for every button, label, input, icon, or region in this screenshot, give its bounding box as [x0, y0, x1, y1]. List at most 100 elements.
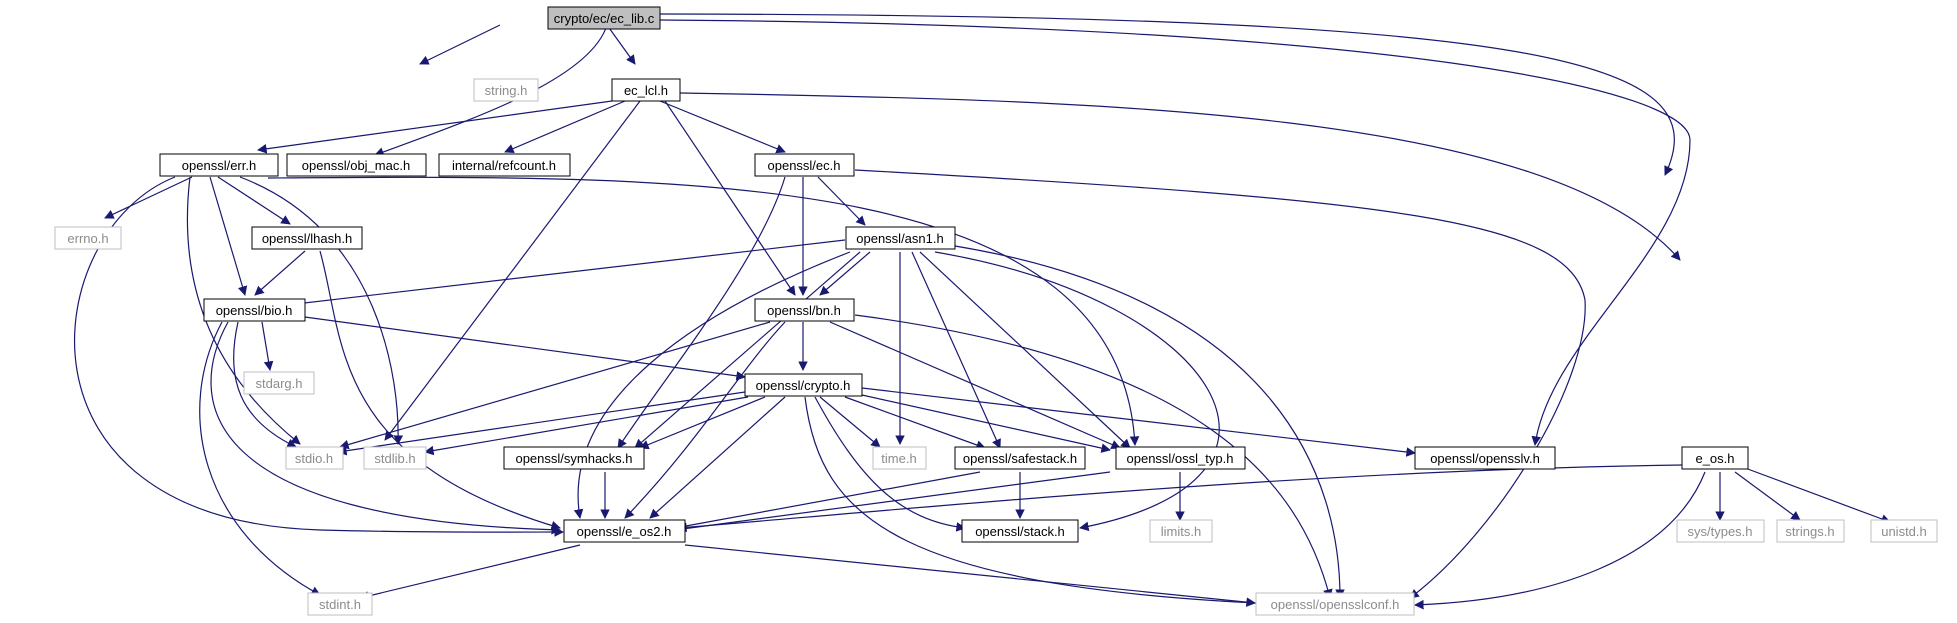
edge-crypto-to-e-os2: [649, 396, 786, 519]
node-label: openssl/bio.h: [216, 303, 293, 318]
edge-asn1-to-stack: [934, 251, 1220, 532]
node-stdint-h: stdint.h: [307, 592, 373, 616]
edge-err-to-stdlib: [239, 176, 404, 445]
node-opensslv-h[interactable]: openssl/opensslv.h: [1414, 446, 1556, 470]
edge-ec-lcl-to-stdlib: [384, 100, 641, 441]
node-bn-h[interactable]: openssl/bn.h: [754, 298, 855, 322]
node-label: openssl/ossl_typ.h: [1127, 451, 1234, 466]
node-time-h: time.h: [872, 446, 927, 470]
node-label: openssl/ec.h: [768, 158, 841, 173]
node-stack-h[interactable]: openssl/stack.h: [961, 519, 1079, 543]
node-limits-h: limits.h: [1149, 519, 1213, 543]
edge-ec-lcl-to-e-os: [679, 92, 1681, 261]
node-bio-h[interactable]: openssl/bio.h: [203, 298, 306, 322]
node-symhacks-h[interactable]: openssl/symhacks.h: [503, 446, 645, 470]
edge-ec-to-symhacks: [617, 176, 786, 449]
node-label: stdarg.h: [256, 376, 303, 391]
edge-bio-to-crypto: [289, 314, 746, 381]
edge-asn1-to-bio: [269, 239, 846, 311]
node-label: openssl/err.h: [182, 158, 256, 173]
edge-asn1-to-safestack: [911, 251, 1001, 449]
edge-e-os-to-opensslconf: [1414, 471, 1706, 610]
node-lhash-h[interactable]: openssl/lhash.h: [251, 226, 363, 250]
node-e-os2-h[interactable]: openssl/e_os2.h: [563, 519, 686, 543]
edge-err-to-e-os2: [74, 176, 564, 537]
file-nodes: crypto/ec/ec_lib.c string.h ec_lcl.h ope…: [54, 6, 1938, 616]
edge-lhash-to-bio: [254, 250, 306, 296]
node-ec-lib-c[interactable]: crypto/ec/ec_lib.c: [547, 6, 661, 30]
edge-bio-to-stdint: [199, 321, 321, 596]
edge-bio-to-e-os2: [210, 321, 561, 535]
node-label: openssl/lhash.h: [262, 231, 352, 246]
node-ossl-typ-h[interactable]: openssl/ossl_typ.h: [1115, 446, 1246, 470]
node-label: openssl/safestack.h: [963, 451, 1077, 466]
edge-err-to-errno: [104, 176, 193, 219]
node-label: sys/types.h: [1687, 524, 1752, 539]
node-errno-h: errno.h: [54, 226, 122, 250]
edge-ossl-typ-to-e-os2: [674, 471, 1111, 534]
edge-bn-to-ossl-typ: [829, 321, 1121, 449]
node-asn1-h[interactable]: openssl/asn1.h: [845, 226, 956, 250]
edge-ec-lcl-to-ec: [659, 100, 786, 154]
edge-lhash-to-e-os2: [319, 250, 561, 531]
node-unistd-h: unistd.h: [1870, 519, 1938, 543]
edge-ec-lib-to-ec-lcl: [606, 24, 636, 65]
node-label: openssl/bn.h: [767, 303, 841, 318]
node-label: stdlib.h: [374, 451, 415, 466]
edge-ec-lcl-to-bn: [664, 100, 796, 296]
edge-err-to-lhash: [217, 176, 291, 225]
edge-safestack-to-e-os2: [674, 471, 981, 532]
node-label: openssl/asn1.h: [856, 231, 943, 246]
node-obj-mac-h[interactable]: openssl/obj_mac.h: [286, 153, 427, 177]
node-e-os-h[interactable]: e_os.h: [1681, 446, 1749, 470]
node-safestack-h[interactable]: openssl/safestack.h: [954, 446, 1086, 470]
node-ec-h[interactable]: openssl/ec.h: [754, 153, 855, 177]
edge-err-to-bio: [209, 176, 248, 296]
node-label: openssl/e_os2.h: [577, 524, 672, 539]
edge-crypto-to-time: [819, 396, 881, 448]
edge-e-os-to-unistd: [1744, 467, 1891, 524]
edge-asn1-to-opensslconf: [954, 245, 1345, 599]
edge-crypto-to-safestack: [844, 396, 986, 450]
node-strings-h: strings.h: [1776, 519, 1845, 543]
node-err-h[interactable]: openssl/err.h: [159, 153, 279, 177]
dependency-edges: [74, 13, 1891, 610]
node-label: stdint.h: [319, 597, 361, 612]
edge-ec-to-asn1: [817, 176, 866, 226]
edge-e-os-to-strings: [1734, 471, 1801, 521]
node-ec-lcl-h[interactable]: ec_lcl.h: [611, 78, 681, 102]
node-refcount-h[interactable]: internal/refcount.h: [438, 153, 571, 177]
edge-ec-to-opensslconf: [854, 169, 1586, 599]
edge-asn1-to-symhacks: [634, 251, 861, 449]
edge-ec-lib-to-string: [419, 24, 501, 65]
node-label: e_os.h: [1695, 451, 1734, 466]
edge-crypto-to-ossl-typ: [861, 394, 1111, 453]
node-label: strings.h: [1785, 524, 1834, 539]
edge-crypto-to-stdlib: [424, 396, 749, 456]
edge-e-os2-to-stdint: [359, 544, 581, 601]
node-stdarg-h: stdarg.h: [243, 371, 315, 395]
node-label: stdio.h: [295, 451, 333, 466]
node-string-h: string.h: [473, 78, 539, 102]
node-label: limits.h: [1161, 524, 1201, 539]
node-label: unistd.h: [1881, 524, 1927, 539]
node-crypto-h[interactable]: openssl/crypto.h: [744, 373, 863, 397]
edge-ec-lib-to-opensslv: [659, 13, 1675, 176]
node-label: openssl/symhacks.h: [515, 451, 632, 466]
edge-ec-lcl-to-refcount: [504, 100, 626, 154]
node-label: time.h: [881, 451, 916, 466]
node-label: errno.h: [67, 231, 108, 246]
node-label: openssl/obj_mac.h: [302, 158, 410, 173]
node-label: crypto/ec/ec_lib.c: [554, 11, 655, 26]
node-label: openssl/opensslconf.h: [1271, 597, 1400, 612]
node-label: openssl/stack.h: [975, 524, 1065, 539]
edge-crypto-to-symhacks: [639, 396, 766, 450]
edge-asn1-to-bn: [819, 251, 871, 296]
edge-err-to-ossl-typ: [267, 176, 1140, 446]
node-label: openssl/opensslv.h: [1430, 451, 1540, 466]
node-label: internal/refcount.h: [452, 158, 556, 173]
node-label: string.h: [485, 83, 528, 98]
edge-e-os2-to-opensslconf: [684, 544, 1256, 607]
edge-bio-to-stdarg: [261, 321, 274, 371]
